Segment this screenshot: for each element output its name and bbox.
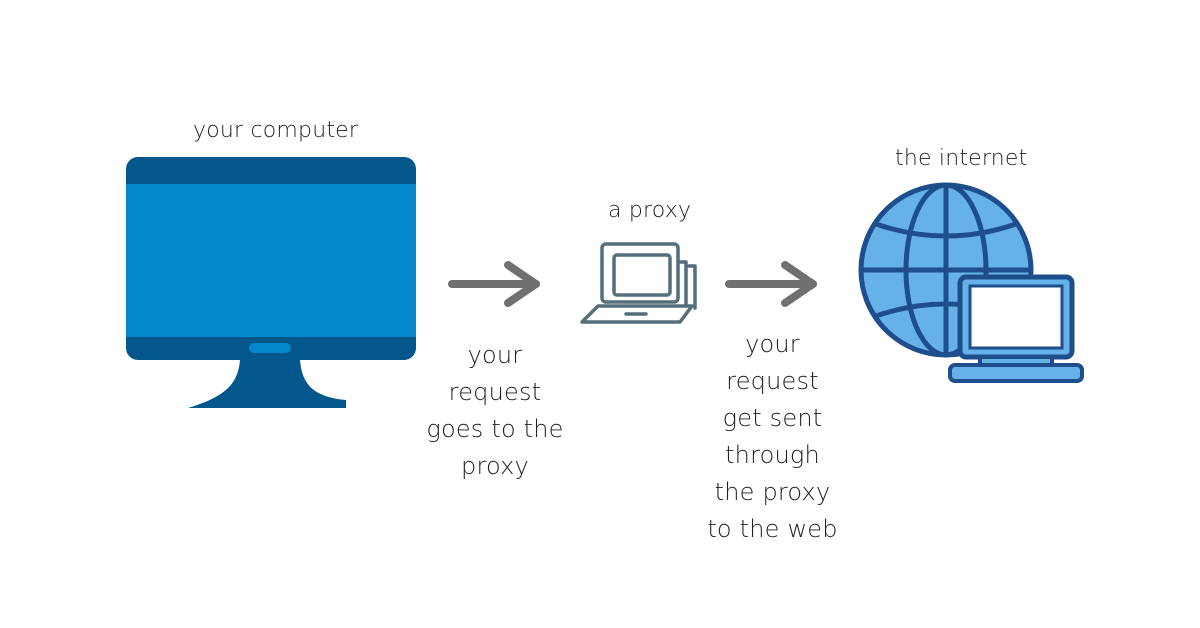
right-arrow-icon bbox=[725, 261, 817, 307]
right-arrow-icon bbox=[448, 261, 540, 307]
laptop-stack-icon bbox=[580, 242, 697, 324]
computer-label: your computer bbox=[193, 118, 359, 143]
caption-to-web: your request get sent through the proxy … bbox=[707, 330, 838, 543]
globe-with-laptop-icon bbox=[858, 182, 1084, 383]
proxy-label: a proxy bbox=[608, 198, 692, 223]
desktop-monitor-icon bbox=[126, 157, 416, 408]
internet-label: the internet bbox=[895, 146, 1028, 171]
caption-to-proxy: your request goes to the proxy bbox=[426, 341, 564, 480]
